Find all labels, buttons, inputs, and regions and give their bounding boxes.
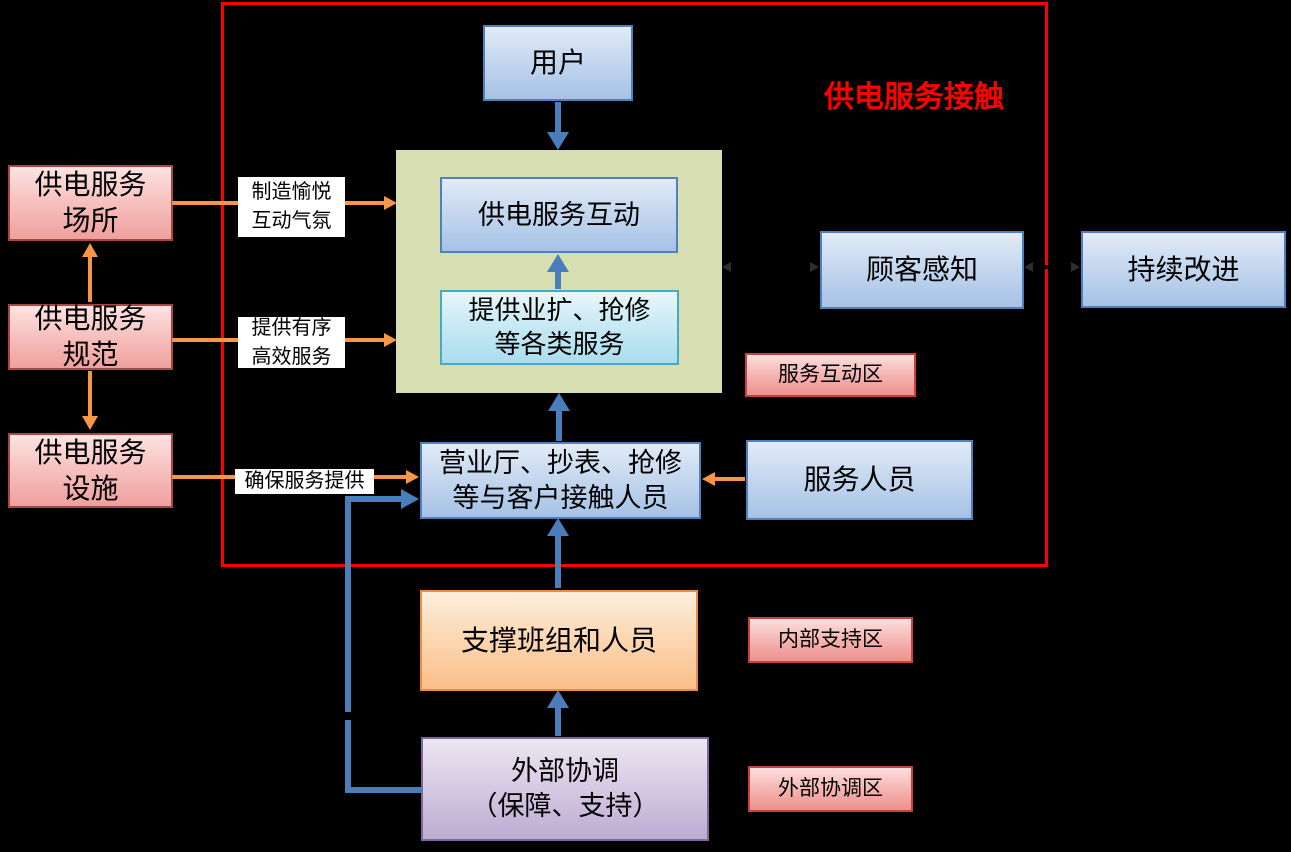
service-contact-frame: [221, 2, 1048, 567]
node-provide-services-line1: 提供业扩、抢修: [468, 295, 651, 326]
node-support-teams-label: 支撑班组和人员: [460, 624, 657, 656]
node-service-interaction-label: 供电服务互动: [478, 199, 640, 230]
node-service-standard-line2: 规范: [62, 339, 119, 370]
node-customer-perception: 顾客感知: [820, 231, 1024, 309]
node-continuous-improvement-label: 持续改进: [1127, 253, 1240, 285]
node-continuous-improvement: 持续改进: [1081, 231, 1286, 308]
node-service-staff: 服务人员: [746, 440, 973, 520]
node-external-coordination-line2: （保障、支持）: [470, 791, 660, 821]
edge-label-ensure-service-text: 确保服务提供: [244, 470, 365, 492]
frame-title: 供电服务接触: [824, 81, 1004, 114]
node-provide-services-line2: 等各类服务: [494, 328, 625, 359]
node-provide-services: 提供业扩、抢修 等各类服务: [440, 290, 679, 365]
node-customer-perception-label: 顾客感知: [865, 254, 978, 286]
node-service-place-line2: 场所: [62, 205, 119, 236]
node-service-facility-line2: 设施: [62, 472, 119, 504]
edge-label-orderly-service: 提供有序 高效服务: [238, 317, 345, 368]
node-support-teams: 支撑班组和人员: [420, 590, 698, 691]
node-frontline-staff-line1: 营业厅、抄表、抢修: [439, 447, 682, 478]
zone-label-interaction: 服务互动区: [745, 353, 916, 397]
edge-label-orderly-service-line2: 高效服务: [251, 345, 332, 368]
arrow-standard-to-place: [82, 243, 98, 302]
edge-label-pleasant-atmosphere: 制造愉悦 互动气氛: [238, 177, 345, 237]
node-service-interaction: 供电服务互动: [440, 177, 678, 253]
node-service-standard-line1: 供电服务: [34, 303, 147, 335]
arrow-external-to-support: [547, 690, 569, 736]
zone-label-internal-support: 内部支持区: [748, 617, 913, 663]
node-external-coordination-line1: 外部协调: [511, 756, 619, 787]
node-service-standard: 供电服务 规范: [8, 303, 173, 370]
node-service-place-line1: 供电服务: [34, 169, 147, 201]
edge-label-orderly-service-line1: 提供有序: [251, 316, 332, 339]
zone-label-internal-support-text: 内部支持区: [778, 627, 883, 651]
edge-label-pleasant-atmosphere-line1: 制造愉悦: [251, 181, 332, 203]
edge-label-pleasant-atmosphere-line2: 互动气氛: [251, 210, 332, 232]
node-service-place: 供电服务 场所: [8, 165, 173, 241]
node-frontline-staff-line2: 等与客户接触人员: [452, 482, 669, 513]
node-user-label: 用户: [529, 47, 586, 79]
node-user: 用户: [483, 25, 633, 101]
node-frontline-staff: 营业厅、抄表、抢修 等与客户接触人员: [420, 442, 701, 519]
arrow-standard-to-facility: [82, 371, 98, 430]
node-service-facility-line1: 供电服务: [34, 436, 147, 468]
node-external-coordination: 外部协调 （保障、支持）: [421, 737, 709, 841]
zone-label-external-coordination: 外部协调区: [748, 766, 913, 812]
zone-label-interaction-text: 服务互动区: [778, 362, 883, 386]
edge-label-ensure-service: 确保服务提供: [235, 469, 374, 494]
node-service-staff-label: 服务人员: [803, 464, 916, 496]
zone-label-external-coordination-text: 外部协调区: [778, 776, 883, 800]
node-service-facility: 供电服务 设施: [8, 433, 173, 508]
